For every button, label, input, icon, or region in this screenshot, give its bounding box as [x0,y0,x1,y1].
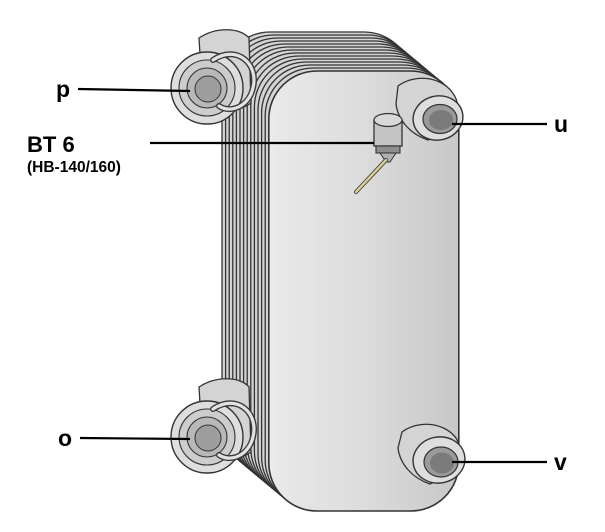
label-u: u [554,111,568,137]
plate-stack [221,31,460,512]
callout-line-p [77,87,191,93]
port-v [397,423,466,485]
front-plate [267,70,460,512]
callout-line-o [79,436,191,441]
sensor-cap [373,112,403,128]
port-u [395,77,464,141]
label-p: p [56,76,70,102]
port-bore-shadow [430,452,454,474]
sensor-ring [375,145,401,154]
sensor-needle [354,158,388,194]
label-bt6-model: (HB-140/160) [27,159,121,176]
port-bore-shadow [429,110,453,130]
label-o: o [58,425,72,451]
label-v: v [554,449,567,475]
label-bt6: BT 6 [27,132,75,157]
sensor-bt6 [353,112,403,195]
sensor-tip [379,152,397,163]
